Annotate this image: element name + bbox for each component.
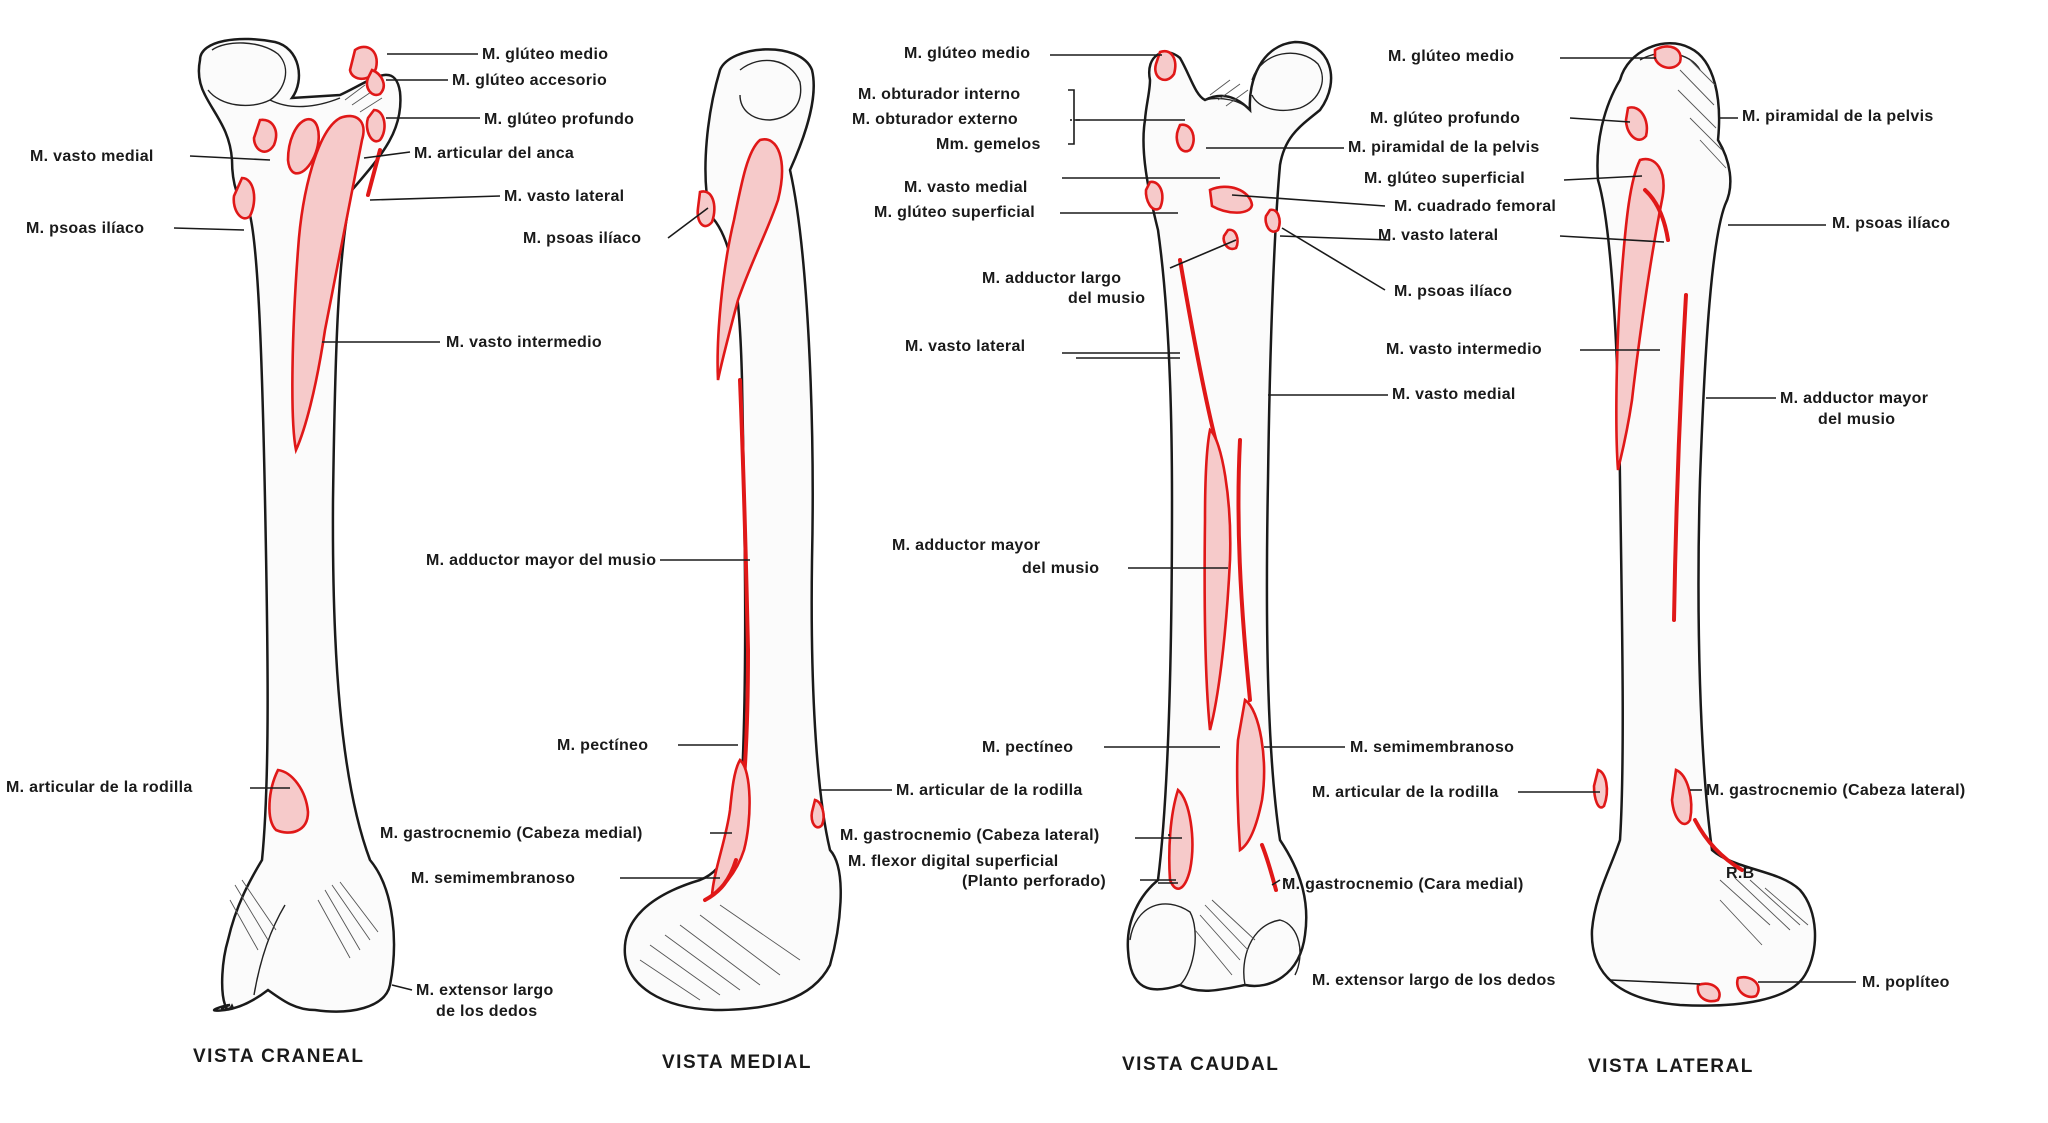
label-extensor-largo: M. extensor largo <box>416 982 554 999</box>
label-gastrocnemio-cara-medial: M. gastrocnemio (Cara medial) <box>1282 876 1524 893</box>
label-vasto-medial-medial: M. vasto medial <box>904 179 1028 196</box>
label-gastrocnemio-cabeza-lateral-lat: M. gastrocnemio (Cabeza lateral) <box>1706 782 1965 799</box>
label-del-musio-caudal: del musio <box>1022 560 1099 577</box>
label-articular-del-anca: M. articular del anca <box>414 145 574 162</box>
label-articular-rodilla-lateral: M. articular de la rodilla <box>1312 784 1499 801</box>
title-vista-lateral: VISTA LATERAL <box>1588 1056 1754 1077</box>
brace-obturador <box>1068 89 1080 145</box>
label-adductor-mayor-lateral: M. adductor mayor <box>1780 390 1928 407</box>
label-piramidal-pelvis-lateral: M. piramidal de la pelvis <box>1742 108 1934 125</box>
labels-medial: M. adductor mayor del musio M. pectíneo … <box>380 230 1083 1073</box>
label-gluteo-medio-lateral: M. glúteo medio <box>1388 48 1514 65</box>
artist-mark: R.B <box>1726 865 1754 882</box>
label-psoas-iliaco-caudal: M. psoas ilíaco <box>1394 283 1512 300</box>
leaders-lateral <box>1518 57 1856 985</box>
bone-medial <box>623 48 842 1012</box>
label-semimembranoso-medial: M. semimembranoso <box>411 870 575 887</box>
label-vasto-lateral: M. vasto lateral <box>504 188 624 205</box>
label-vasto-medial: M. vasto medial <box>30 148 154 165</box>
label-mm-gemelos: Mm. gemelos <box>936 136 1041 153</box>
label-vasto-medial-caudal: M. vasto medial <box>1392 386 1516 403</box>
title-vista-caudal: VISTA CAUDAL <box>1122 1054 1279 1075</box>
labels-craneal: M. glúteo medio M. glúteo accesorio M. g… <box>6 46 634 1067</box>
leaders-medial <box>620 207 892 879</box>
label-psoas-iliaco-lateral: M. psoas ilíaco <box>1832 215 1950 232</box>
label-vasto-lateral-medial: M. vasto lateral <box>905 338 1025 355</box>
label-gluteo-profundo-lateral: M. glúteo profundo <box>1370 110 1520 127</box>
label-pectineo-medial: M. pectíneo <box>557 737 648 754</box>
label-adductor-largo: M. adductor largo <box>982 270 1121 287</box>
title-vista-medial: VISTA MEDIAL <box>662 1052 812 1073</box>
labels-medial-right: M. glúteo medio M. obturador interno M. … <box>840 45 1145 890</box>
label-piramidal-pelvis-caudal: M. piramidal de la pelvis <box>1348 139 1540 156</box>
bone-craneal <box>197 37 402 1013</box>
label-gluteo-superficial-medial: M. glúteo superficial <box>874 204 1035 221</box>
label-gastrocnemio-cabeza-medial: M. gastrocnemio (Cabeza medial) <box>380 825 643 842</box>
bone-lateral <box>1590 42 1817 1007</box>
label-de-los-dedos: de los dedos <box>436 1003 537 1020</box>
label-psoas-iliaco-medial: M. psoas ilíaco <box>523 230 641 247</box>
bone-caudal <box>1126 40 1333 993</box>
label-popliteo: M. poplíteo <box>1862 974 1950 991</box>
label-pectineo-caudal: M. pectíneo <box>982 739 1073 756</box>
label-gastrocnemio-cabeza-lateral: M. gastrocnemio (Cabeza lateral) <box>840 827 1099 844</box>
title-vista-craneal: VISTA CRANEAL <box>193 1046 365 1067</box>
labels-caudal: M. piramidal de la pelvis M. cuadrado fe… <box>892 139 1556 1075</box>
label-articular-rodilla-medial: M. articular de la rodilla <box>896 782 1083 799</box>
label-gluteo-medio: M. glúteo medio <box>482 46 608 63</box>
label-adductor-mayor-musio: M. adductor mayor del musio <box>426 552 656 569</box>
leaders-craneal <box>173 53 501 991</box>
label-vasto-intermedio-lateral: M. vasto intermedio <box>1386 341 1542 358</box>
label-obturador-interno: M. obturador interno <box>858 86 1020 103</box>
label-gluteo-superficial-lateral: M. glúteo superficial <box>1364 170 1525 187</box>
label-psoas-iliaco: M. psoas ilíaco <box>26 220 144 237</box>
label-gluteo-accesorio: M. glúteo accesorio <box>452 72 607 89</box>
label-gluteo-medio-medial: M. glúteo medio <box>904 45 1030 62</box>
leaders-caudal <box>1050 54 1391 886</box>
label-planto-perforado: (Planto perforado) <box>962 873 1106 890</box>
label-flexor-digital: M. flexor digital superficial <box>848 853 1059 870</box>
label-del-musio: del musio <box>1068 290 1145 307</box>
label-gluteo-profundo: M. glúteo profundo <box>484 111 634 128</box>
label-articular-rodilla: M. articular de la rodilla <box>6 779 193 796</box>
labels-lateral: M. glúteo medio M. glúteo profundo M. pi… <box>1312 48 1965 1077</box>
label-vasto-intermedio: M. vasto intermedio <box>446 334 602 351</box>
label-adductor-mayor-caudal: M. adductor mayor <box>892 537 1040 554</box>
label-del-musio-lateral: del musio <box>1818 411 1895 428</box>
label-semimembranoso-caudal: M. semimembranoso <box>1350 739 1514 756</box>
label-obturador-externo: M. obturador externo <box>852 111 1018 128</box>
label-extensor-largo-lateral: M. extensor largo de los dedos <box>1312 972 1556 989</box>
label-vasto-lateral-lateral: M. vasto lateral <box>1378 227 1498 244</box>
label-cuadrado-femoral: M. cuadrado femoral <box>1394 198 1556 215</box>
